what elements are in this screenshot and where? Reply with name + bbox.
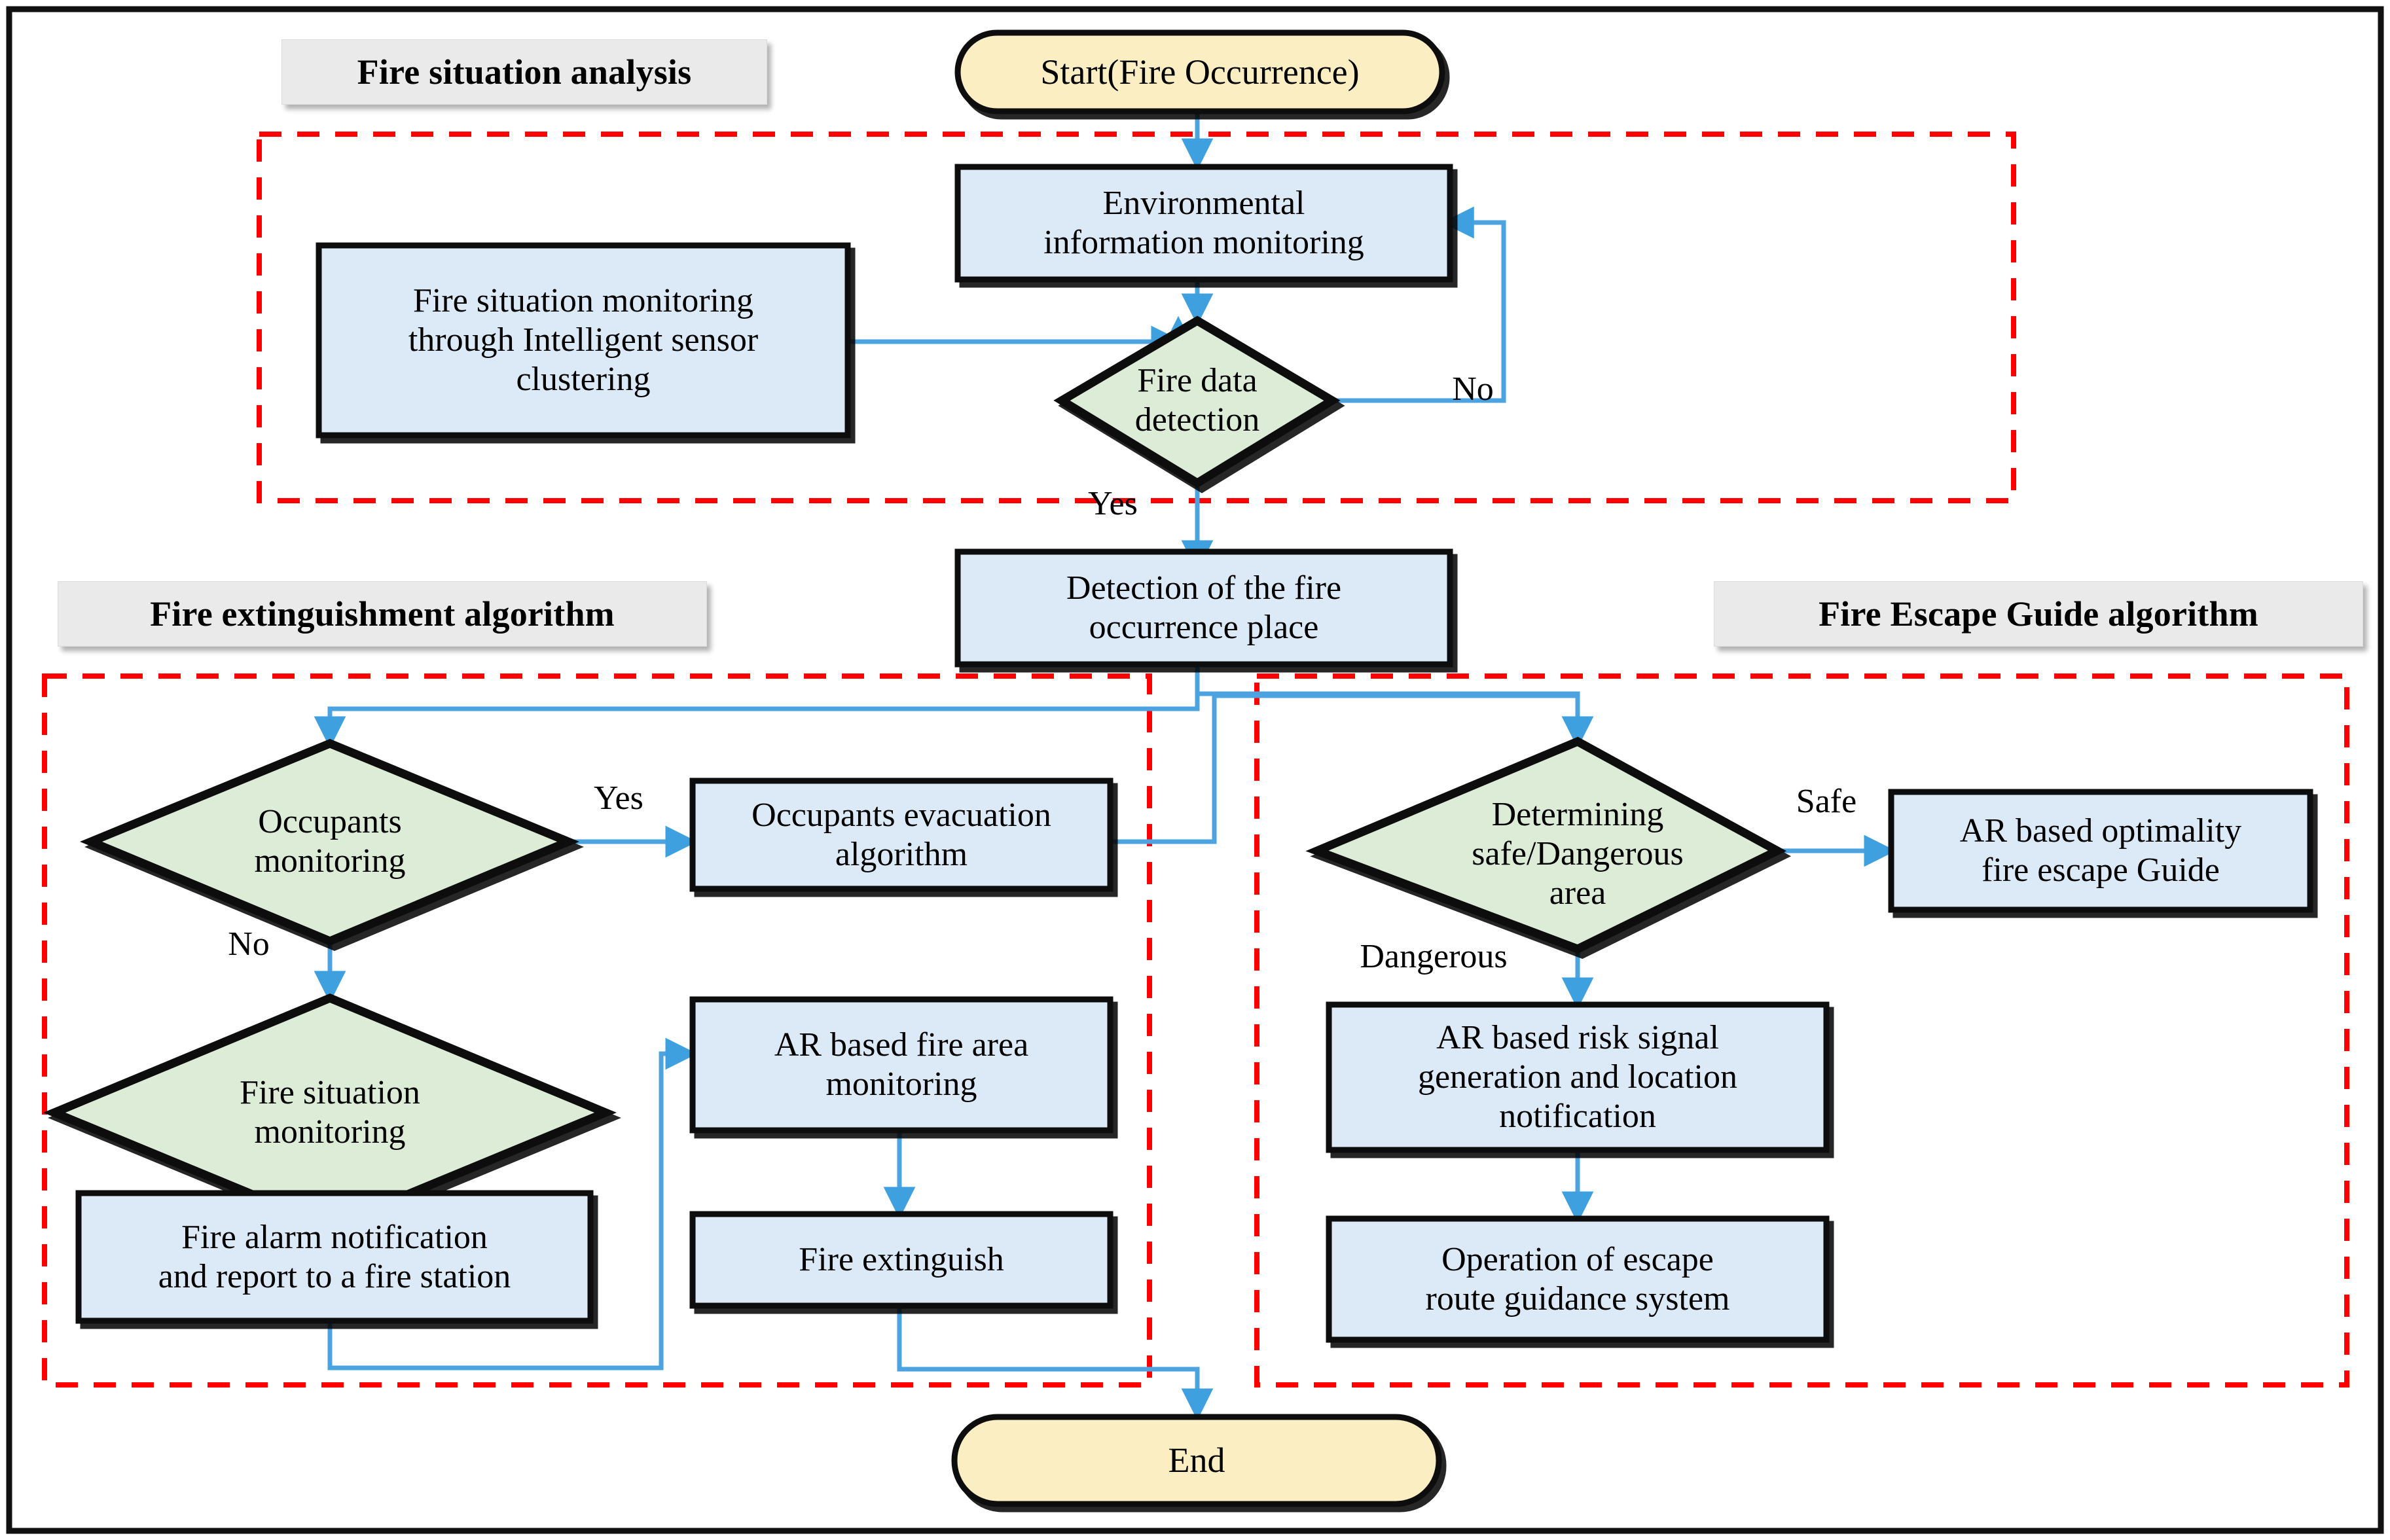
edge-sensor-to-detection: [848, 315, 1195, 348]
section-header-fire-escape-guide: Fire Escape Guide algorithm: [1714, 581, 2363, 647]
node-occupants-monitoring[interactable]: [79, 738, 579, 946]
node-ar-fire-area[interactable]: [689, 996, 1114, 1134]
node-end[interactable]: [951, 1414, 1442, 1507]
node-determining-area[interactable]: [1305, 736, 1787, 954]
outer-border: [6, 6, 2384, 1534]
section-header-fire-extinguishment: Fire extinguishment algorithm: [58, 581, 707, 647]
node-start[interactable]: [954, 29, 1445, 115]
node-occupants-evac[interactable]: [689, 778, 1114, 892]
node-escape-route[interactable]: [1326, 1215, 1830, 1343]
edge-place-to-left-branch: [314, 664, 1200, 749]
edge-evac-to-determining: [1110, 693, 1578, 844]
node-fire-alarm[interactable]: [75, 1190, 594, 1324]
section-header-fire-situation-analysis: Fire situation analysis: [281, 39, 767, 105]
region-fire-escape-guide: [1254, 673, 2349, 1388]
edge-detection-no-loop: [1332, 206, 1506, 403]
node-ar-optimality[interactable]: [1888, 789, 2313, 913]
edge-place-to-right-branch: [1231, 691, 1594, 749]
node-fire-extinguish[interactable]: [689, 1211, 1114, 1309]
node-sensor-clustering[interactable]: [316, 242, 851, 439]
node-detection-place[interactable]: [954, 548, 1453, 668]
node-fire-data-detection[interactable]: [1053, 315, 1341, 488]
section-label-fire-extinguishment: Fire extinguishment algorithm: [150, 594, 615, 634]
edge-place-right-stub: [1195, 664, 1231, 696]
edge-firesit-to-arfire: [327, 1037, 698, 1370]
region-fire-extinguishment: [42, 673, 1152, 1388]
node-env-monitoring[interactable]: [954, 164, 1453, 283]
edge-extinguish-to-end: [897, 1304, 1214, 1421]
section-label-fire-escape-guide: Fire Escape Guide algorithm: [1819, 594, 2258, 634]
section-label-fire-situation-analysis: Fire situation analysis: [357, 52, 692, 92]
node-ar-risk-signal[interactable]: [1326, 1001, 1830, 1153]
region-fire-situation-analysis: [257, 132, 2016, 503]
